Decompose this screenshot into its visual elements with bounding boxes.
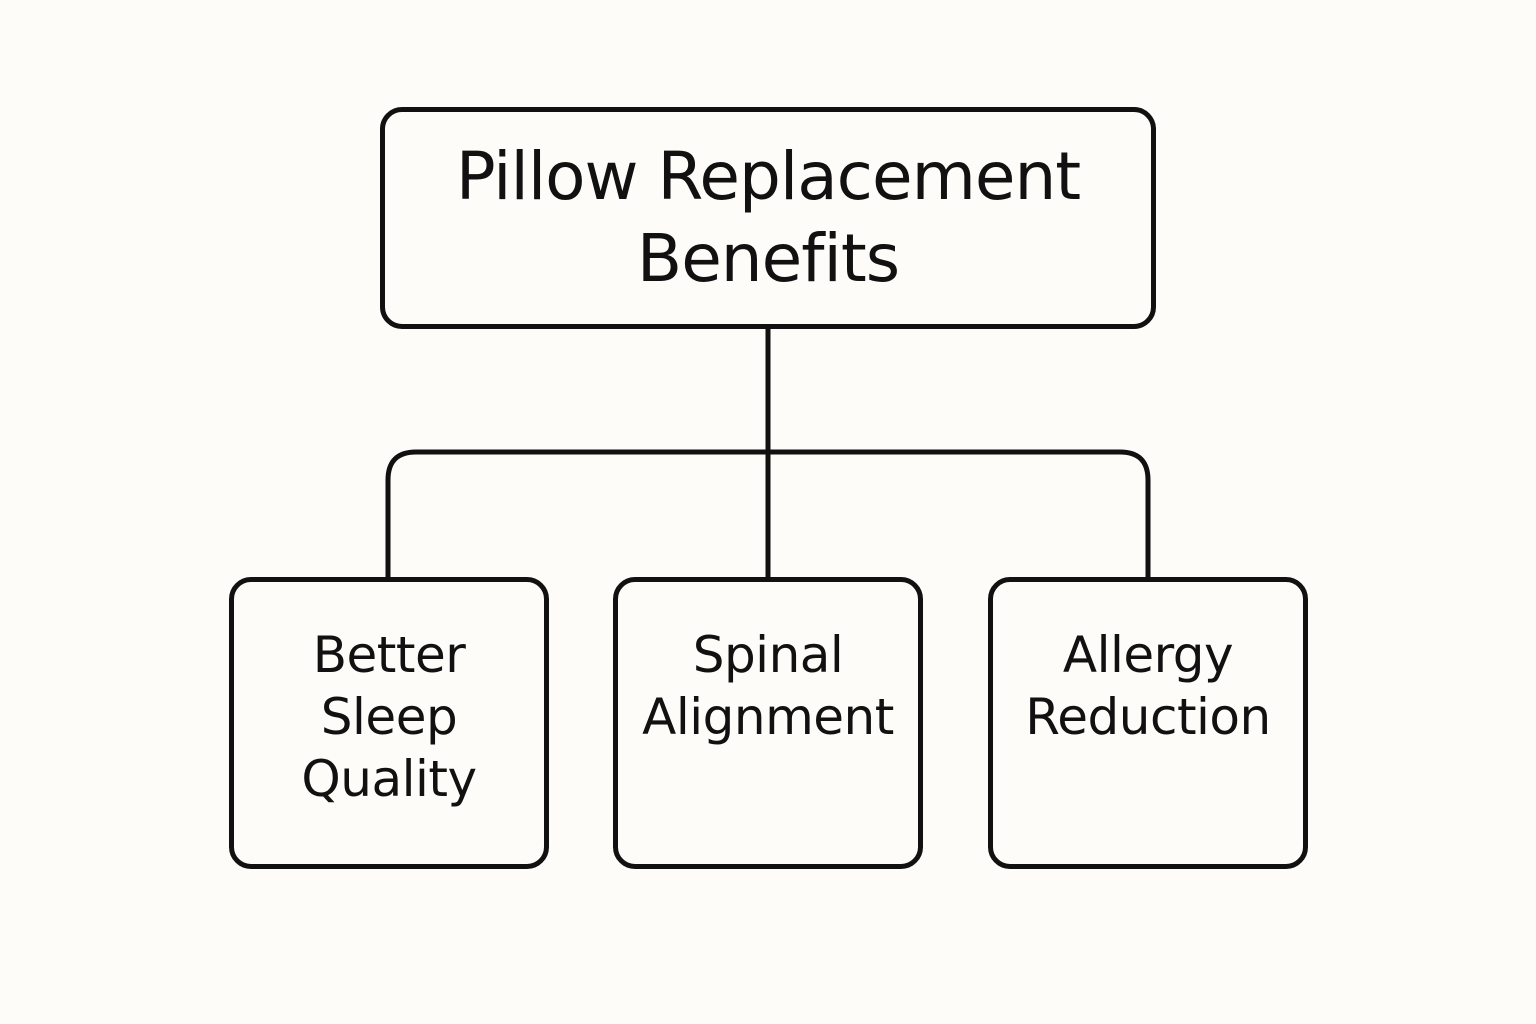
child-node-spinal-alignment: Spinal Alignment bbox=[613, 577, 923, 869]
child-label-line: Alignment bbox=[642, 688, 894, 746]
child-label-line: Quality bbox=[301, 750, 477, 808]
connector-branch-bar bbox=[385, 449, 1151, 577]
root-node-pillow-replacement-benefits: Pillow Replacement Benefits bbox=[380, 107, 1156, 329]
root-title-line-1: Pillow Replacement bbox=[455, 138, 1081, 215]
child-label-line: Reduction bbox=[1025, 688, 1271, 746]
child-label-line: Spinal bbox=[692, 626, 844, 684]
child-node-better-sleep-quality: Better Sleep Quality bbox=[229, 577, 549, 869]
child-label-line: Sleep bbox=[320, 688, 458, 746]
root-title-line-2: Benefits bbox=[636, 220, 900, 297]
child-node-allergy-reduction: Allergy Reduction bbox=[988, 577, 1308, 869]
child-label-line: Allergy bbox=[1062, 626, 1234, 684]
child-label-line: Better bbox=[312, 626, 466, 684]
